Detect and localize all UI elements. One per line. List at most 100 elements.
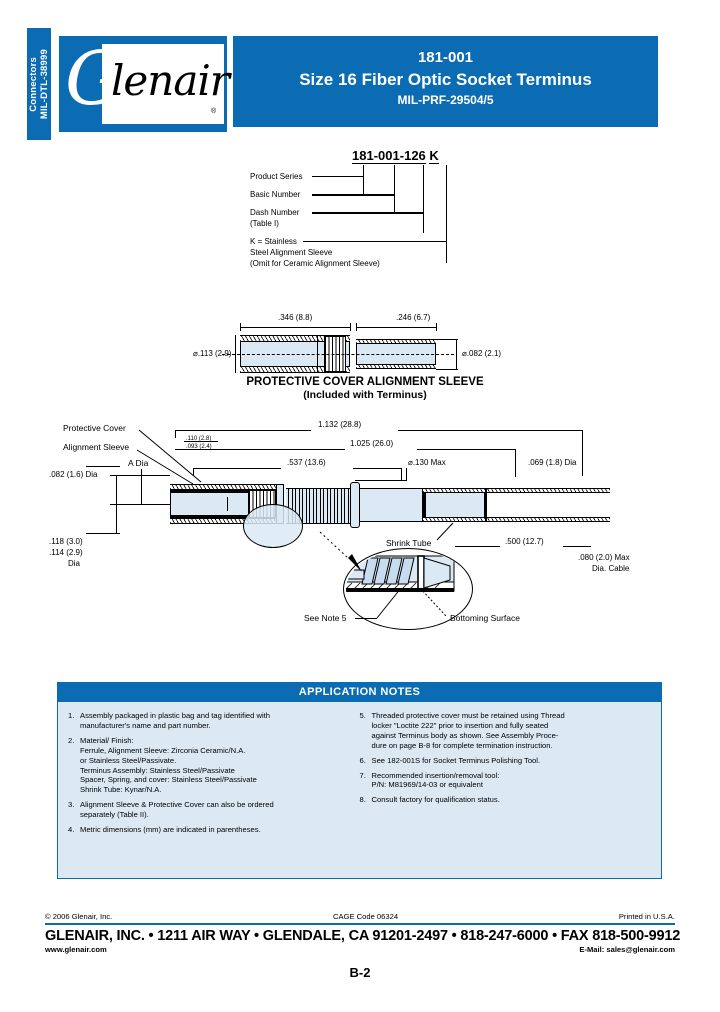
- assembly-diagram: Protective Cover Alignment Sleeve 1.132 …: [49, 418, 670, 638]
- application-note: 5. Threaded protective cover must be reta…: [360, 711, 642, 751]
- footer-copyright: © 2006 Glenair, Inc.: [45, 912, 113, 921]
- asm-detail-pointer: [319, 531, 362, 572]
- pn-label-k-stainless: K = Stainless: [250, 237, 297, 246]
- application-note-line: Threaded protective cover must be retain…: [371, 711, 565, 720]
- pn-drop-sleeve: [446, 165, 447, 263]
- part-number-breakdown: 181-001-126 K Product Series Basic Numbe…: [250, 148, 510, 278]
- pn-dash-2: -: [399, 148, 405, 164]
- asm-terminus-body: [359, 488, 423, 522]
- asm-dimline-overall-left: [175, 430, 311, 431]
- asm-tick-second-right: [515, 449, 516, 477]
- asm-zoom-circle: [243, 504, 303, 548]
- asm-dim-cable-max: .080 (2.0) Max: [578, 553, 630, 562]
- asm-dimline-third-left: [193, 468, 281, 469]
- sleeve-extline-sleeve-dia: [456, 339, 457, 369]
- application-note: 6.See 182-001S for Socket Terminus Polis…: [360, 756, 642, 766]
- footer-address: GLENAIR, INC. • 1211 AIR WAY • GLENDALE,…: [45, 928, 681, 944]
- sleeve-caption-line2: (Included with Terminus): [303, 389, 427, 401]
- asm-cover-wall-top: [170, 484, 282, 490]
- pn-seg-sleeve: K: [429, 148, 439, 164]
- asm-extline-outer-top: [86, 466, 120, 467]
- asm-extline-a-dia: [141, 469, 142, 505]
- asm-cable-wall-top: [485, 488, 610, 493]
- pn-drop-basic: [394, 165, 395, 213]
- asm-dim-cable-suffix: Dia. Cable: [592, 564, 630, 573]
- application-note-text: Recommended insertion/removal tool:P/N: …: [372, 771, 642, 791]
- logo-initial: G: [65, 36, 125, 122]
- pn-label-basic-number: Basic Number: [250, 190, 301, 199]
- asm-label-protective-cover: Protective Cover: [63, 423, 126, 433]
- application-note-text: Metric dimensions (mm) are indicated in …: [80, 825, 350, 835]
- page-title: Size 16 Fiber Optic Socket Terminus: [299, 70, 592, 89]
- footer-email[interactable]: E-Mail: sales@glenair.com: [579, 945, 675, 954]
- sleeve-centerline: [222, 354, 454, 355]
- application-note: 1.Assembly packaged in plastic bag and t…: [68, 711, 350, 731]
- application-note-number: 8.: [359, 795, 366, 805]
- asm-extline-bore-top: [110, 475, 170, 476]
- application-note-line: Material/ Finish:: [80, 735, 134, 745]
- page-footer: © 2006 Glenair, Inc. CAGE Code 06324 Pri…: [45, 912, 681, 980]
- footer-website[interactable]: www.glenair.com: [45, 945, 107, 954]
- asm-dimline-tube-right: [563, 546, 591, 547]
- asm-dim-tube-length: .500 (12.7): [505, 537, 544, 546]
- logo-white-panel: [102, 44, 224, 124]
- header-spec: MIL-PRF-29504/5: [397, 93, 494, 107]
- asm-dim-tol-lower: .093 (2.4): [186, 444, 212, 450]
- asm-label-bottoming-surface: Bottoming Surface: [450, 613, 520, 623]
- asm-cover-wall-bottom: [170, 518, 282, 524]
- application-note-number: 3.: [68, 800, 75, 810]
- sleeve-tick-cover-left: [240, 323, 241, 331]
- side-tab-line1: MIL-DTL-38999: [39, 48, 50, 120]
- registered-trademark-icon: ®: [211, 108, 217, 115]
- asm-dim-tol-upper: .110 (2.8): [186, 436, 212, 442]
- pn-label-table-i: (Table I): [250, 219, 279, 228]
- asm-dimline-second-left: [175, 449, 345, 450]
- application-note-line: separately (Table II).: [80, 810, 149, 820]
- sleeve-caption-line1: PROTECTIVE COVER ALIGNMENT SLEEVE: [246, 376, 484, 388]
- application-note: 7.Recommended insertion/removal tool:P/N…: [360, 771, 642, 791]
- asm-cable-end: [485, 488, 487, 522]
- sleeve-dimline-cover: [240, 327, 350, 328]
- asm-dim-second: 1.025 (26.0): [350, 439, 394, 448]
- asm-dim-overall: 1.132 (28.8): [318, 420, 362, 429]
- pn-seg-basic: 001: [378, 148, 400, 164]
- application-note-number: 6.: [359, 755, 366, 765]
- asm-cable-wall-bottom: [485, 517, 610, 522]
- asm-dim-outer-upper: .118 (3.0): [49, 537, 83, 546]
- sleeve-extline-bottom: [436, 369, 458, 370]
- pn-dash-1: -: [373, 148, 379, 164]
- asm-label-see-note-5: See Note 5: [304, 613, 347, 623]
- application-note-line: Metric dimensions (mm) are indicated in …: [80, 825, 261, 835]
- application-note-text: Threaded protective cover must be retain…: [372, 711, 642, 751]
- protective-cover-wall-bottom: [240, 366, 350, 373]
- asm-dim-tol-rule: [184, 441, 218, 442]
- footer-bottom-row: www.glenair.com E-Mail: sales@glenair.co…: [45, 945, 675, 954]
- application-note-line: or Stainless Steel/Passivate.: [80, 755, 177, 765]
- sleeve-dim-sleeve-dia: ⌀.082 (2.1): [462, 349, 502, 358]
- asm-tick-overall-left: [175, 430, 176, 438]
- footer-cage-code: CAGE Code 06324: [333, 912, 399, 921]
- application-note-number: 5.: [359, 711, 366, 720]
- notes-left-column: 1.Assembly packaged in plastic bag and t…: [68, 711, 360, 840]
- sleeve-dim-cover-length: .346 (8.8): [278, 313, 313, 322]
- asm-label-a-dia: A Dia: [128, 458, 149, 468]
- application-note-number: 2.: [68, 735, 75, 745]
- asm-shrink-tube-leader: [436, 522, 454, 541]
- pn-leader-dash: [312, 212, 424, 214]
- footer-printed: Printed in U.S.A.: [618, 912, 675, 921]
- sleeve-extline-cover-dia: [235, 335, 236, 373]
- footer-page-number: B-2: [349, 965, 371, 980]
- asm-leader-note5: [355, 618, 377, 619]
- pn-label-product-series: Product Series: [250, 172, 303, 181]
- asm-tick-third-left: [193, 468, 194, 476]
- asm-label-alignment-sleeve: Alignment Sleeve: [63, 442, 130, 452]
- application-note-line: locker "Loctite 222" prior to insertion …: [371, 720, 549, 730]
- side-tab: MIL-DTL-38999 Connectors: [27, 28, 51, 140]
- pn-drop-series: [363, 165, 364, 195]
- asm-sleeve-seam: [227, 497, 228, 511]
- asm-dim-third: .537 (13.6): [287, 458, 326, 467]
- application-note-text: Alignment Sleeve & Protective Cover can …: [80, 800, 350, 820]
- pn-leader-basic: [312, 194, 395, 196]
- asm-tick-overall-right: [582, 430, 583, 476]
- sleeve-diagram: .346 (8.8) .246 (6.7) ⌀.113 (2.9) ⌀.082 …: [193, 312, 530, 402]
